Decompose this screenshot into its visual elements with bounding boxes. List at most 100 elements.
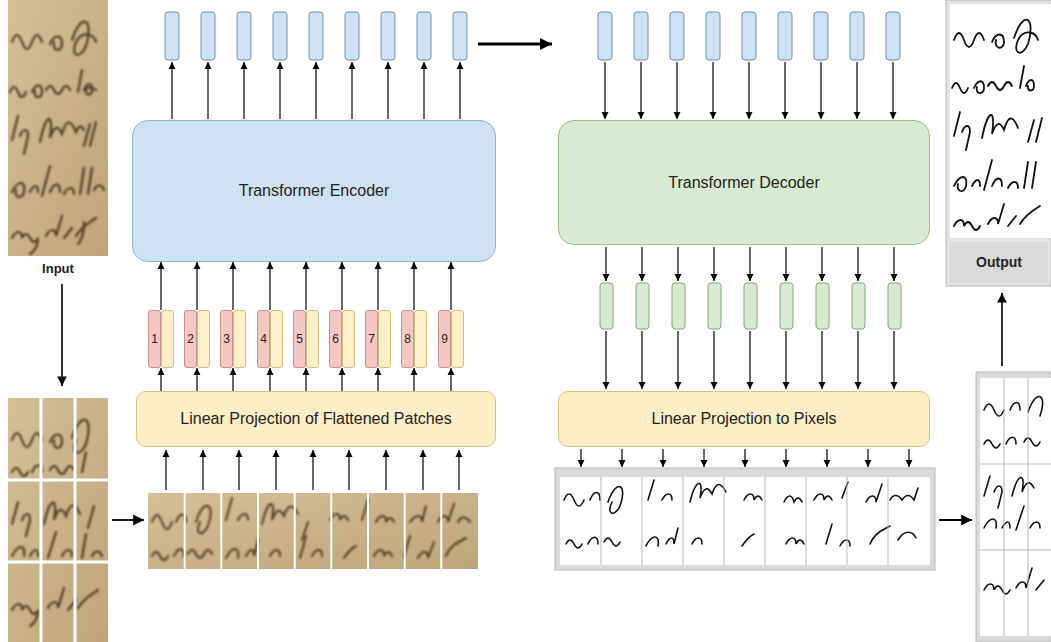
decoder-output-arrows-part — [785, 247, 786, 281]
pixel-strip-part-part — [847, 477, 848, 565]
patch-grid-image-part-part — [12, 420, 89, 453]
position-number: 1 — [151, 332, 158, 346]
pixel-strip-part — [601, 477, 888, 565]
patch-grid-image-part — [8, 398, 108, 642]
patch-embedding — [342, 310, 355, 368]
reassembled-image-part-part — [1028, 378, 1029, 636]
patch-grid-image-part-part — [12, 502, 94, 536]
decoder-input-arrows-part — [856, 62, 857, 119]
position-embedding: 3 — [220, 310, 233, 368]
decoder-input-tokens-part — [850, 12, 864, 60]
output-image-part — [946, 0, 1051, 286]
patch-grid-image — [8, 398, 108, 642]
position-embedding: 5 — [293, 310, 306, 368]
position-embedding: 2 — [184, 310, 197, 368]
patch-arrows-part — [312, 450, 313, 490]
pixel-strip-part-part — [566, 524, 916, 548]
decoder-input-arrows — [605, 62, 893, 119]
decoder-input-arrows-part — [676, 62, 677, 119]
reassembled-image-part-part — [984, 506, 1040, 530]
decoder-output-arrows-part — [893, 331, 894, 389]
flow-arrow — [1001, 293, 1003, 366]
embedding-arrow — [341, 262, 342, 310]
reassembled-image-part-part — [980, 464, 1051, 465]
encoder-output-tokens-part — [381, 12, 395, 60]
patch-embedding — [451, 310, 464, 368]
position-embedding: 1 — [148, 310, 161, 368]
patch-arrows-part — [275, 450, 276, 490]
image-caption: Input — [10, 261, 106, 276]
embedding-arrow — [160, 368, 161, 391]
patch-grid-image-part-part — [8, 561, 108, 564]
output-image-part-part — [954, 204, 1040, 230]
patch-strip-part-part — [440, 493, 442, 569]
embedding-arrow — [160, 262, 161, 310]
output-image-part — [950, 4, 1051, 238]
projection-box: Linear Projection to Pixels — [558, 391, 930, 447]
decoder-input-tokens-part — [598, 12, 612, 60]
position-number: 2 — [187, 332, 194, 346]
position-embedding: 9 — [438, 310, 451, 368]
patch-embedding — [197, 310, 210, 368]
pixel-strip-part-part — [724, 477, 725, 565]
decoder-output-tokens-part — [600, 283, 613, 329]
decoder-input-arrows-part — [748, 62, 749, 119]
input-image-part-part — [10, 70, 96, 97]
patch-strip-part-part — [294, 493, 296, 569]
decoder-input-tokens-part — [886, 12, 900, 60]
embedding-arrow — [413, 262, 414, 310]
pixel-strip-part-part — [806, 477, 807, 565]
decoder-output-arrows-part — [749, 247, 750, 281]
position-embedding: 6 — [329, 310, 342, 368]
decoder-output-tokens-part — [852, 283, 865, 329]
patch-embedding — [233, 310, 246, 368]
pixel-arrows-part — [867, 449, 868, 467]
decoder-output-arrows-part — [821, 331, 822, 389]
encoder-output-tokens-part — [237, 12, 251, 60]
patch-grid-image-part-part — [12, 588, 98, 626]
decoder-output-arrows-part — [785, 331, 786, 389]
output-image — [946, 0, 1051, 286]
output-image-part-part — [952, 66, 1034, 93]
patch-arrows-part — [385, 450, 386, 490]
reassembled-image-part-part — [984, 568, 1044, 594]
patch-strip-part-part — [220, 493, 222, 569]
reassembled-image-part-part — [984, 476, 1034, 508]
pixel-arrows — [581, 449, 909, 467]
decoder-output-arrows-part — [677, 247, 678, 281]
encoder-output-arrows-part — [207, 62, 208, 119]
decoder-box: Transformer Decoder — [558, 120, 930, 245]
reassembled-image-part — [980, 378, 1051, 636]
patch-grid-image-part — [12, 420, 102, 626]
patch-strip-part — [185, 493, 442, 569]
encoder-output-arrows-part — [459, 62, 460, 119]
patch-token: 2 — [184, 310, 210, 368]
position-number: 3 — [223, 332, 230, 346]
patch-embedding — [306, 310, 319, 368]
position-embedding: 8 — [401, 310, 414, 368]
decoder-output-arrows-part — [749, 331, 750, 389]
decoder-output-arrows-part — [713, 247, 714, 281]
patch-grid-image-part — [8, 398, 108, 642]
decoder-output-tokens-part — [888, 283, 901, 329]
embedding-arrow — [196, 368, 197, 391]
decoder-input-arrows-part — [604, 62, 605, 119]
decoder-input-tokens-part — [814, 12, 828, 60]
patch-grid-image-part-part — [8, 479, 108, 482]
position-number: 9 — [441, 332, 448, 346]
box-label: Linear Projection of Flattened Patches — [180, 410, 451, 428]
input-image-part-part — [12, 22, 96, 55]
position-number: 5 — [296, 332, 303, 346]
embedding-arrow — [305, 368, 306, 391]
patch-strip-part-part — [152, 498, 470, 540]
flow-arrow — [478, 43, 552, 46]
pixel-arrows-part — [785, 449, 786, 467]
patch-strip-part-part — [404, 493, 406, 569]
decoder-input-arrows-part — [892, 62, 893, 119]
input-image-part — [10, 22, 104, 254]
pixel-arrows-part — [703, 449, 704, 467]
patch-token: 1 — [148, 310, 174, 368]
